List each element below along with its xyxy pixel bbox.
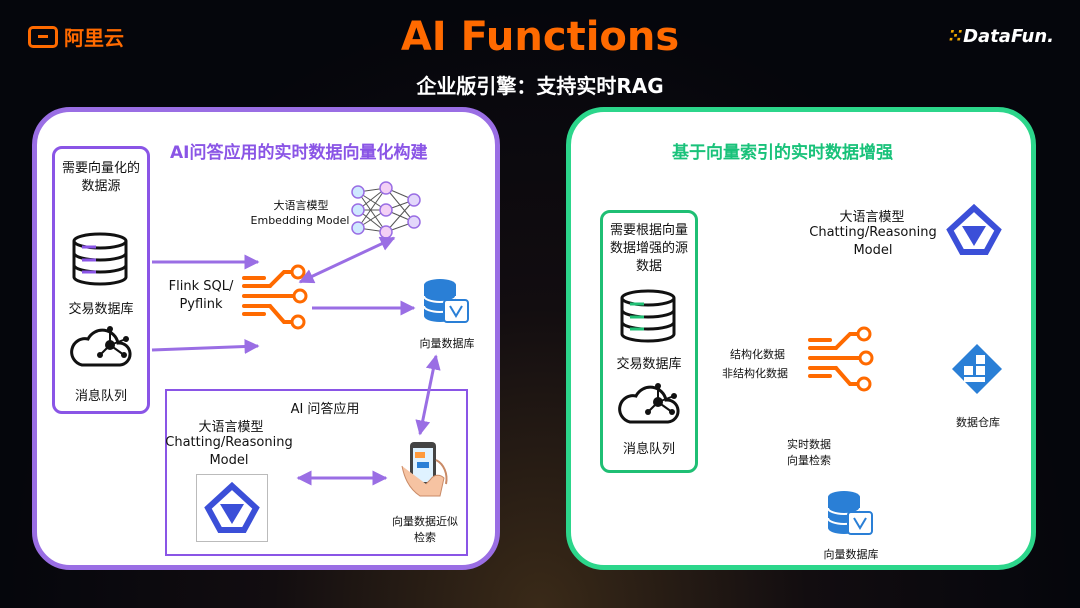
database-icon [72, 232, 128, 286]
left-vecdb-label: 向量数据库 [419, 337, 475, 350]
aliyun-mark-icon [28, 25, 58, 48]
right-panel [566, 107, 1036, 570]
model-logo-icon [204, 481, 260, 533]
model-logo-icon [946, 203, 1002, 255]
structured-label: 结构化数据 [730, 348, 785, 361]
right-llm-en: Chatting/Reasoning Model [809, 225, 937, 258]
right-db-label: 交易数据库 [616, 357, 682, 372]
right-sources-title: 需要根据向量数据增强的源数据 [609, 223, 688, 274]
left-panel-title: AI问答应用的实时数据向量化构建 [170, 143, 428, 163]
left-db-label: 交易数据库 [68, 302, 134, 317]
page-title: AI Functions [400, 14, 680, 60]
datafun-logo: ⁙DataFun. [948, 26, 1054, 47]
datafun-logo-text: DataFun. [963, 26, 1054, 47]
flink-label: Flink SQL/ Pyflink [168, 279, 234, 312]
cloud-network-icon [618, 383, 680, 424]
unstructured-label: 非结构化数据 [722, 367, 788, 380]
datafun-dots-icon: ⁙ [948, 26, 964, 47]
cloud-network-icon [70, 326, 132, 367]
page-subtitle: 企业版引擎：支持实时RAG [416, 74, 664, 98]
vector-search-label: 向量数据近似检索 [392, 515, 458, 544]
right-panel-title: 基于向量索引的实时数据增强 [672, 143, 893, 163]
left-sources-title: 需要向量化的数据源 [61, 161, 140, 194]
aliyun-logo: 阿里云 [28, 22, 124, 51]
right-llm-cn: 大语言模型 [839, 210, 905, 225]
left-sources-box [52, 146, 150, 414]
left-llm-en: Chatting/Reasoning Model [165, 435, 293, 468]
left-llm-cn: 大语言模型 [198, 420, 264, 435]
flow-icon [808, 326, 874, 392]
embed-en-label: Embedding Model [250, 214, 350, 227]
realtime-search-label: 实时数据向量检索 [787, 438, 831, 467]
left-mq-label: 消息队列 [74, 389, 127, 404]
embed-cn-label: 大语言模型 [273, 199, 329, 212]
vector-db-icon [827, 491, 873, 535]
ai-app-box [165, 389, 468, 556]
phone-icon [401, 442, 448, 497]
model-logo-frame [196, 474, 268, 542]
right-vecdb-label: 向量数据库 [823, 548, 879, 561]
ai-app-title: AI 问答应用 [290, 402, 360, 417]
vector-db-icon [423, 279, 469, 323]
right-sources-box [600, 210, 698, 473]
neural-net-icon [351, 181, 421, 239]
aliyun-logo-text: 阿里云 [64, 26, 124, 50]
warehouse-label: 数据仓库 [956, 416, 1000, 429]
database-icon [620, 289, 676, 343]
warehouse-icon [952, 344, 1002, 394]
right-mq-label: 消息队列 [622, 442, 675, 457]
